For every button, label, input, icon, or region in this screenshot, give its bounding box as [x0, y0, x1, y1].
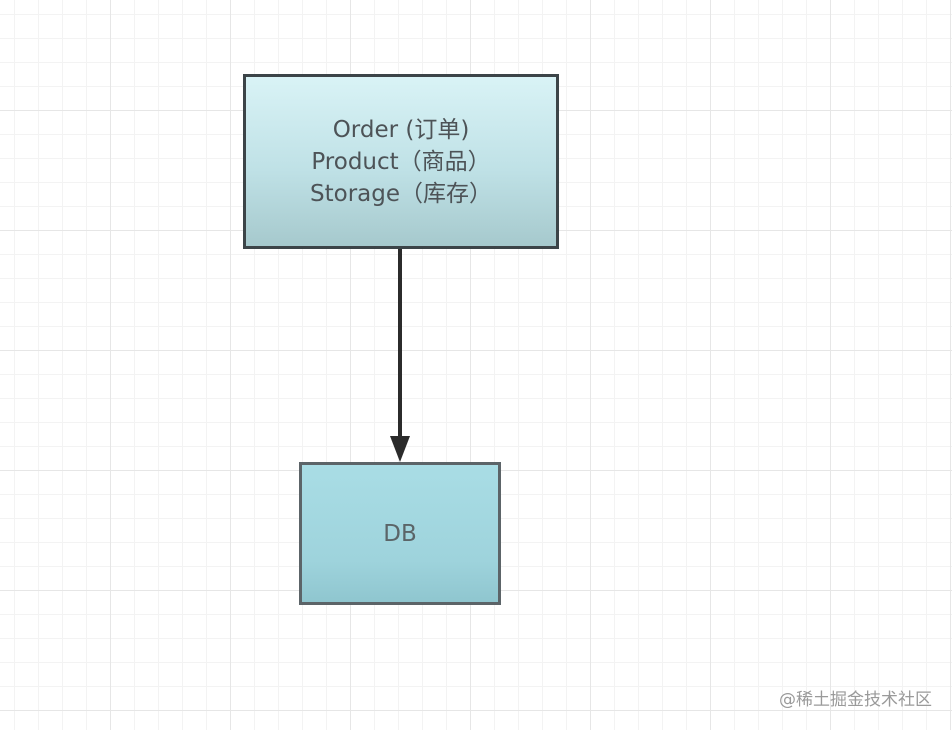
node-line-product: Product（商品） [311, 148, 491, 175]
node-line-storage: Storage（库存） [310, 180, 492, 207]
arrowhead-icon [390, 436, 410, 462]
db-node-label: DB [383, 520, 417, 547]
node-line-order: Order (订单) [332, 116, 470, 143]
services-node[interactable]: Order (订单) Product（商品） Storage（库存） [243, 74, 559, 249]
services-node-label: Order (订单) Product（商品） Storage（库存） [310, 114, 492, 210]
watermark: @稀土掘金技术社区 [779, 690, 932, 710]
db-node[interactable]: DB [299, 462, 501, 605]
